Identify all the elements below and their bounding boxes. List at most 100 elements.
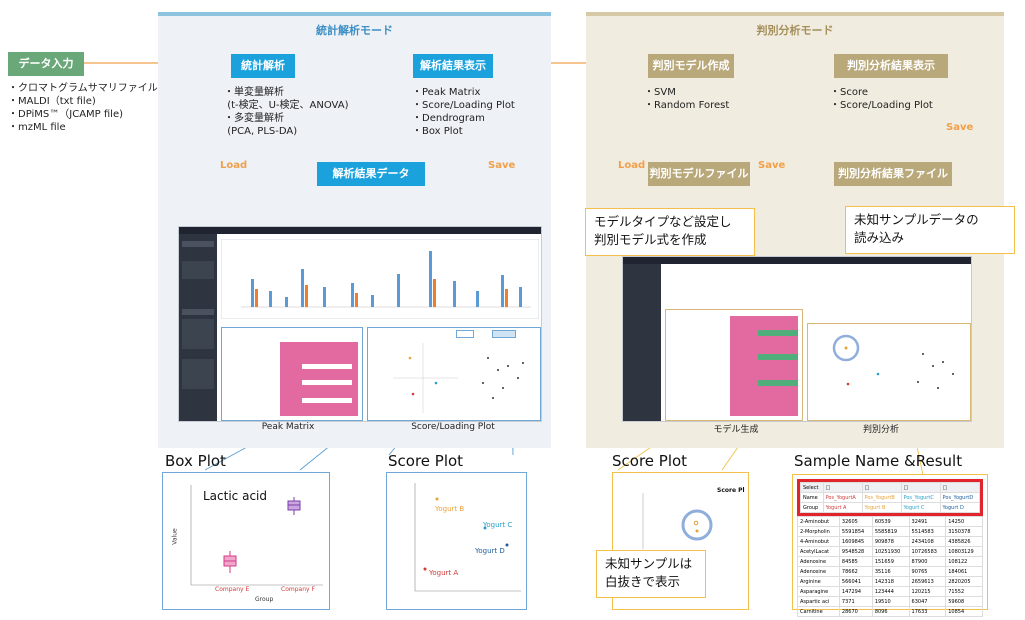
value-cell: 17633 <box>908 606 947 617</box>
sample-header-table: Select□□□□ Name Pos_YogurtA Pos_YogurtB … <box>800 482 981 513</box>
model-matrix-thumbnail <box>665 309 803 421</box>
input-file-item: ・DPiMS™（JCAMP file) <box>8 109 124 120</box>
value-cell: 184061 <box>945 566 983 577</box>
value-cell: 10726583 <box>908 546 947 557</box>
value-cell: 123444 <box>871 586 910 597</box>
table-row: Select□□□□ <box>800 482 981 493</box>
value-cell: 7371 <box>838 596 873 607</box>
stat-software-screenshot <box>178 226 542 422</box>
value-cell: 60539 <box>871 516 910 527</box>
callout-unknown-sample: 未知サンプルは白抜きで表示 <box>596 550 706 598</box>
value-cell: 28670 <box>838 606 873 617</box>
compound-cell: Arginine <box>797 576 840 587</box>
caption-score-loading: Score/Loading Plot <box>411 422 495 432</box>
input-file-item: ・MALDI（txt file) <box>8 96 96 107</box>
box-group-e: Company E <box>215 586 250 593</box>
compound-cell: Aspartic aci <box>797 596 840 607</box>
value-cell: 108122 <box>945 556 983 567</box>
box-group-f: Company F <box>281 586 315 593</box>
value-cell: 1609845 <box>838 536 873 547</box>
compound-cell: 4-Aminobut <box>797 536 840 547</box>
sample-result-title: Sample Name &Result <box>794 452 963 470</box>
value-cell: 147294 <box>838 586 873 597</box>
value-cell: 566041 <box>838 576 873 587</box>
box-plot-graphic <box>190 485 323 586</box>
peak-matrix-thumbnail <box>221 327 363 421</box>
model-type-list: ・SVM ・Random Forest <box>644 87 730 111</box>
caption-model-gen: モデル生成 <box>713 425 759 435</box>
value-cell: 84585 <box>838 556 873 567</box>
compound-cell: Asparagine <box>797 586 840 597</box>
bar-chart-thumbnail <box>221 239 539 319</box>
value-cell: 2434108 <box>908 536 947 547</box>
value-cell: 71552 <box>945 586 983 597</box>
point-yogurt-c: Yogurt C <box>483 521 513 529</box>
value-cell: 2659613 <box>908 576 947 587</box>
value-cell: 63047 <box>908 596 947 607</box>
stat-mode-title: 統計解析モード <box>316 24 393 37</box>
value-cell: 87900 <box>908 556 947 567</box>
value-cell: 3150378 <box>945 526 983 537</box>
value-cell: 10854 <box>945 606 983 617</box>
value-cell: 8096 <box>871 606 910 617</box>
box-xlabel: Group <box>255 596 274 603</box>
result-display-list: ・Peak Matrix ・Score/Loading Plot ・Dendro… <box>412 87 515 137</box>
caption-disc-analysis: 判別分析 <box>862 425 899 435</box>
value-cell: 35116 <box>871 566 910 577</box>
box-plot-title: Box Plot <box>165 452 226 470</box>
disc-load-label: Load <box>618 160 646 171</box>
value-cell: 14250 <box>945 516 983 527</box>
value-cell: 90765 <box>908 566 947 577</box>
value-cell: 151659 <box>871 556 910 567</box>
box-plot-label: Lactic acid <box>203 489 267 503</box>
disc-software-screenshot <box>622 256 972 422</box>
compound-cell: 2-Aminobut <box>797 516 840 527</box>
table-row: Name Pos_YogurtA Pos_YogurtB Pos_YogurtC… <box>800 492 981 503</box>
disc-mode-title: 判別分析モード <box>756 24 834 37</box>
score-plot-2-inner-title: Score Pl <box>717 487 745 494</box>
value-cell: 10803129 <box>945 546 983 557</box>
score-plot-thumbnail <box>367 327 541 421</box>
stat-mode-panel: 統計解析モード 統計解析 ・単変量解析 (t-検定、U-検定、ANOVA) ・多… <box>158 12 551 448</box>
compound-cell: Adenosine <box>797 566 840 577</box>
compound-cell: AcetylLacat <box>797 546 840 557</box>
point-yogurt-d: Yogurt D <box>475 547 505 555</box>
value-cell: 19510 <box>871 596 910 607</box>
point-yogurt-b: Yogurt B <box>435 505 465 513</box>
input-file-item: ・クロマトグラムサマリファイル <box>8 83 158 94</box>
value-cell: 9548528 <box>838 546 873 557</box>
model-create-box: 判別モデル作成 <box>648 54 734 78</box>
result-data-box: 解析結果データ <box>317 162 425 186</box>
save-label: Save <box>488 160 516 171</box>
value-cell: 4385826 <box>945 536 983 547</box>
value-cell: 5514583 <box>908 526 947 537</box>
value-cell: 5591854 <box>838 526 873 537</box>
box-plot-frame: Lactic acid Company E Company F Group Va… <box>162 472 330 610</box>
value-cell: 32491 <box>908 516 947 527</box>
value-cell: 142318 <box>871 576 910 587</box>
stat-analysis-box: 統計解析 <box>231 54 295 78</box>
stat-analysis-list: ・単変量解析 (t-検定、U-検定、ANOVA) ・多変量解析 (PCA, PL… <box>224 87 349 137</box>
load-label: Load <box>220 160 248 171</box>
compound-cell: Adenosine <box>797 556 840 567</box>
sample-header-highlight: Select□□□□ Name Pos_YogurtA Pos_YogurtB … <box>797 479 983 516</box>
disc-result-list: ・Score ・Score/Loading Plot <box>830 87 933 111</box>
value-cell: 909878 <box>871 536 910 547</box>
score-plot-2-title: Score Plot <box>612 452 688 470</box>
disc-result-box: 判別分析結果表示 <box>834 54 948 78</box>
input-file-item: ・mzML file <box>8 122 66 133</box>
model-file-box: 判別モデルファイル <box>648 162 750 186</box>
value-cell: 10251930 <box>871 546 910 557</box>
point-yogurt-a: Yogurt A <box>429 569 459 577</box>
disc-save-label-2: Save <box>946 122 974 133</box>
value-cell: 32605 <box>838 516 873 527</box>
disc-save-label-1: Save <box>758 160 786 171</box>
value-cell: 59608 <box>945 596 983 607</box>
compound-cell: 2-Morpholin <box>797 526 840 537</box>
